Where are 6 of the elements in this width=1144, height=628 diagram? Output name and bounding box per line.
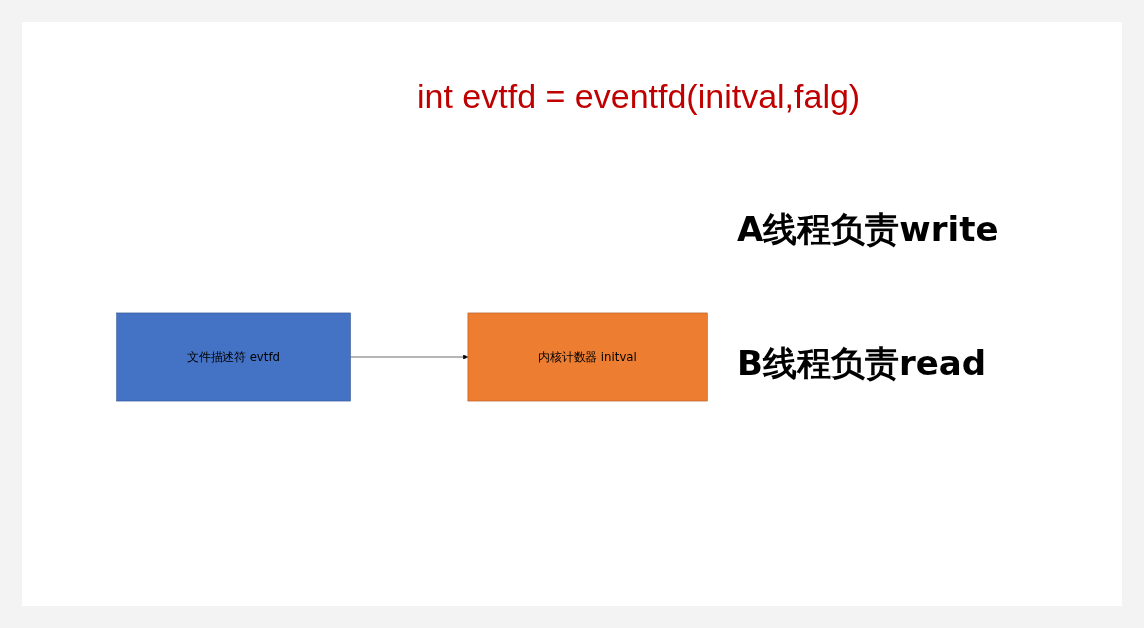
note-text: B线程负责read <box>737 342 988 385</box>
node-box <box>467 312 708 402</box>
title: int evtfd = eventfd(initval,falg) <box>417 77 861 116</box>
card-background: int evtfd = eventfd(initval,falg) 文件描述符 evtfd 内核计数器 initval A线程负责write B线程负责read <box>22 22 1122 606</box>
note-text: A线程负责write <box>737 208 999 251</box>
node-box <box>116 312 351 402</box>
